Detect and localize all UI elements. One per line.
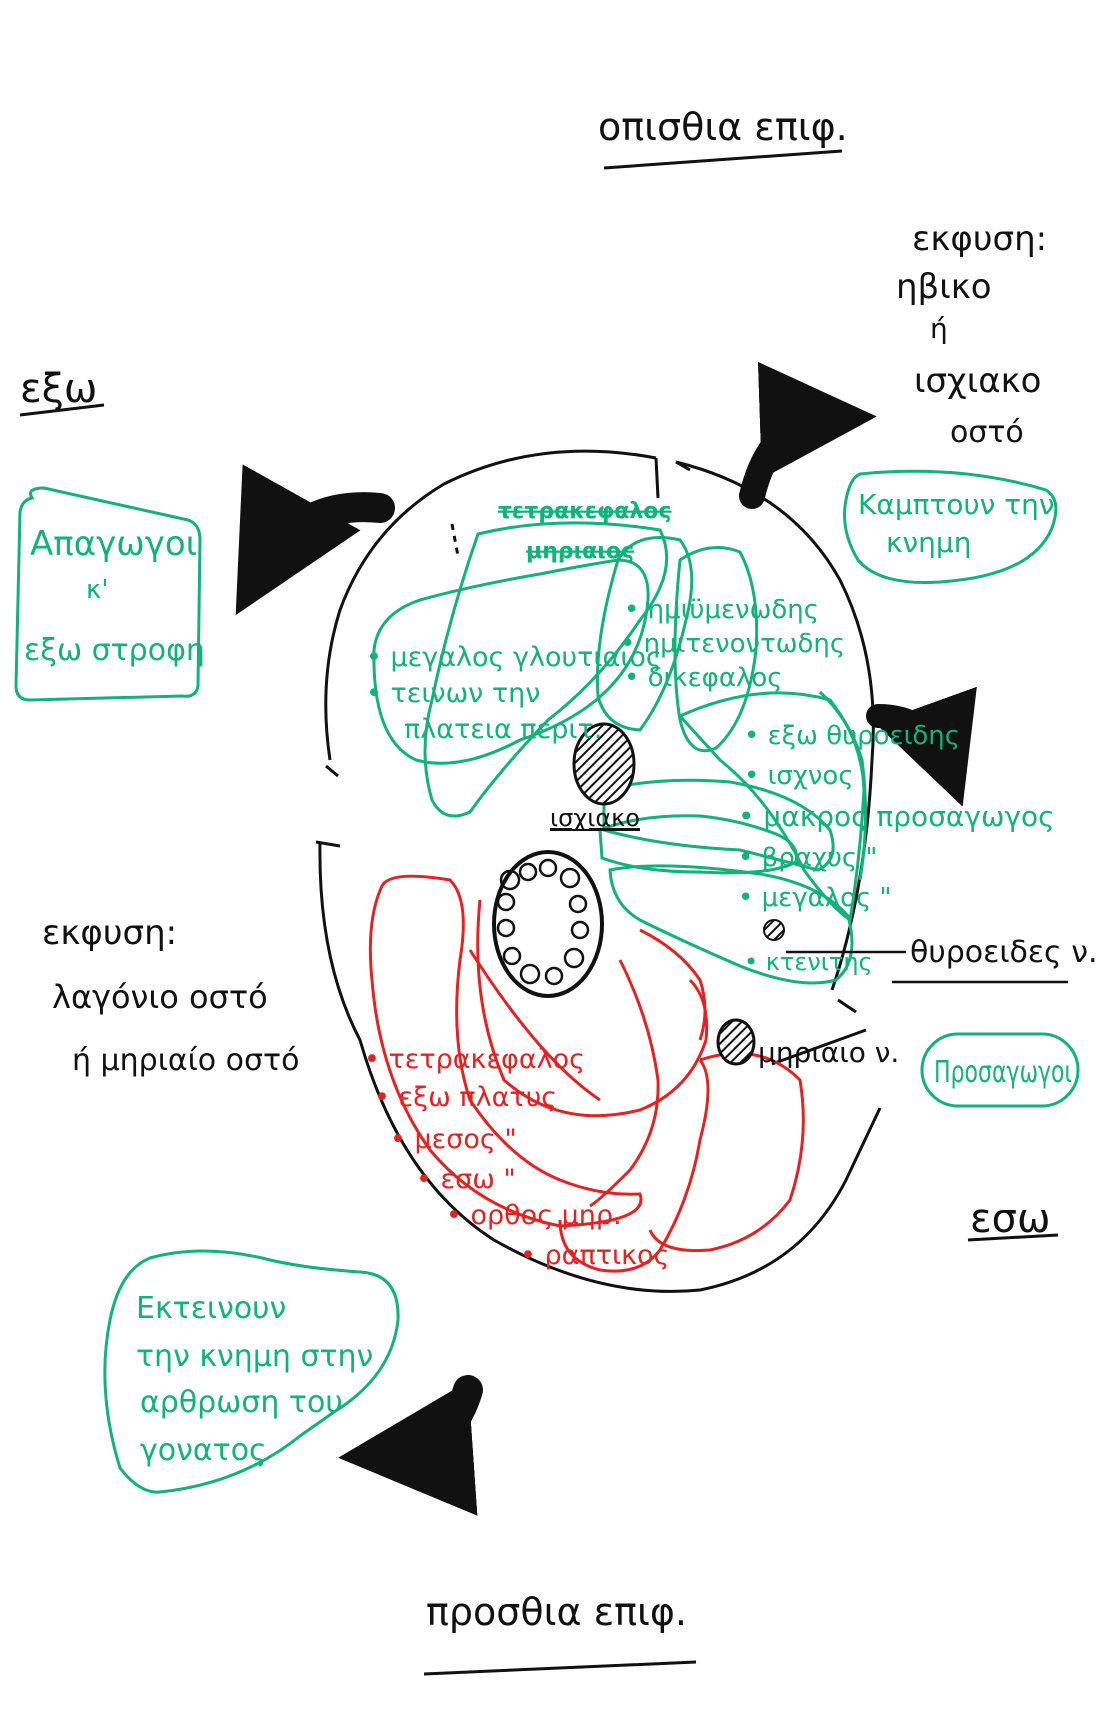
svg-text:εξω στροφη: εξω στροφη <box>24 633 205 668</box>
svg-text:εκφυση:: εκφυση: <box>912 219 1047 259</box>
posterior-group-labels: • ημιϋμενωδης • ημιτενοντωδης • δικεφαλο… <box>620 595 845 693</box>
svg-text:• βραχυς ": • βραχυς " <box>738 843 877 873</box>
svg-text:• τετρακεφαλος: • τετρακεφαλος <box>364 1044 585 1075</box>
svg-text:Προσαγωγοι: Προσαγωγοι <box>934 1055 1072 1090</box>
medial-heading: εσω <box>968 1196 1058 1242</box>
svg-text:πλατεια περιτ.: πλατεια περιτ. <box>404 714 602 745</box>
svg-text:• μεγαλος γλουτιαιος: • μεγαλος γλουτιαιος <box>366 642 662 673</box>
svg-text:γονατος: γονατος <box>140 1433 267 1468</box>
svg-text:• κτενιτης: • κτενιτης <box>744 948 873 976</box>
svg-text:• ορθος μηρ.: • ορθος μηρ. <box>446 1200 622 1231</box>
curved-arrow-icon <box>752 418 830 496</box>
anterior-group-labels: • τετρακεφαλος • εξω πλατυς • μεσος " • … <box>364 1044 669 1271</box>
svg-text:• μεγαλος ": • μεγαλος " <box>738 883 892 913</box>
svg-text:• εξω πλατυς: • εξω πλατυς <box>374 1082 557 1113</box>
svg-text:αρθρωση του: αρθρωση του <box>140 1385 343 1420</box>
anterior-surface-heading: προσθια επιφ. <box>424 1590 696 1674</box>
svg-text:ισχιακο: ισχιακο <box>914 361 1041 401</box>
svg-text:εξω: εξω <box>20 366 97 412</box>
svg-text:• μεσος ": • μεσος " <box>390 1124 517 1155</box>
lateral-heading: εξω <box>20 366 104 415</box>
curved-arrow-icon <box>262 507 380 568</box>
curved-arrow-icon <box>392 1390 468 1454</box>
svg-text:• τεινων την: • τεινων την <box>366 678 540 709</box>
posterior-surface-heading: οπισθια επιφ. <box>598 105 848 168</box>
svg-text:Καμπτουν την: Καμπτουν την <box>858 488 1054 521</box>
svg-text:κ': κ' <box>86 575 108 605</box>
svg-text:λαγόνιο οστό: λαγόνιο οστό <box>52 978 268 1016</box>
svg-text:ή: ή <box>930 312 948 345</box>
svg-text:οστό: οστό <box>950 415 1024 450</box>
svg-text:ισχιακο: ισχιακο <box>550 804 640 832</box>
svg-text:κνημη: κνημη <box>886 526 971 559</box>
svg-text:• δικεφαλος: • δικεφαλος <box>624 663 783 693</box>
svg-text:μηριαιο ν.: μηριαιο ν. <box>758 1036 899 1069</box>
svg-text:οπισθια επιφ.: οπισθια επιφ. <box>598 105 848 149</box>
svg-text:• ραπτικος: • ραπτικος <box>520 1240 669 1271</box>
femur-bone <box>494 852 602 996</box>
svg-text:• εσω ": • εσω " <box>416 1164 516 1195</box>
adductors-box: Προσαγωγοι <box>922 1034 1078 1106</box>
svg-text:• ημιτενοντωδης: • ημιτενοντωδης <box>620 629 845 659</box>
flexors-box: Καμπτουν την κνημη <box>845 471 1056 582</box>
origin-note-posterior: εκφυση: ηβικο ή ισχιακο οστό <box>896 219 1047 450</box>
svg-text:ηβικο: ηβικο <box>896 267 992 307</box>
svg-text:• ημιϋμενωδης: • ημιϋμενωδης <box>624 595 819 625</box>
svg-text:Απαγωγοι: Απαγωγοι <box>30 524 197 564</box>
extensors-box: Εκτεινουν την κνημη στην αρθρωση του γον… <box>105 1251 398 1492</box>
svg-text:προσθια επιφ.: προσθια επιφ. <box>426 1590 687 1634</box>
svg-text:Εκτεινουν: Εκτεινουν <box>136 1291 286 1326</box>
svg-text:τετρακεφαλος: τετρακεφαλος <box>498 499 671 524</box>
origin-note-anterior: εκφυση: λαγόνιο οστό ή μηριαίο οστό <box>42 913 299 1078</box>
svg-text:μηριαιος: μηριαιος <box>526 539 634 564</box>
svg-text:• ισχνος: • ισχνος <box>744 761 854 791</box>
femoral-nerve: μηριαιο ν. <box>718 1020 899 1069</box>
svg-text:• εξω θυροειδης: • εξω θυροειδης <box>744 721 960 751</box>
svg-text:θυροειδες ν.: θυροειδες ν. <box>910 935 1098 970</box>
svg-text:• μακρος προσαγωγος: • μακρος προσαγωγος <box>738 800 1055 833</box>
svg-text:εκφυση:: εκφυση: <box>42 913 177 953</box>
svg-text:ή μηριαίο οστό: ή μηριαίο οστό <box>72 1043 299 1078</box>
svg-text:την κνημη στην: την κνημη στην <box>136 1339 373 1374</box>
abductors-box: Απαγωγοι κ' εξω στροφη <box>16 488 205 700</box>
